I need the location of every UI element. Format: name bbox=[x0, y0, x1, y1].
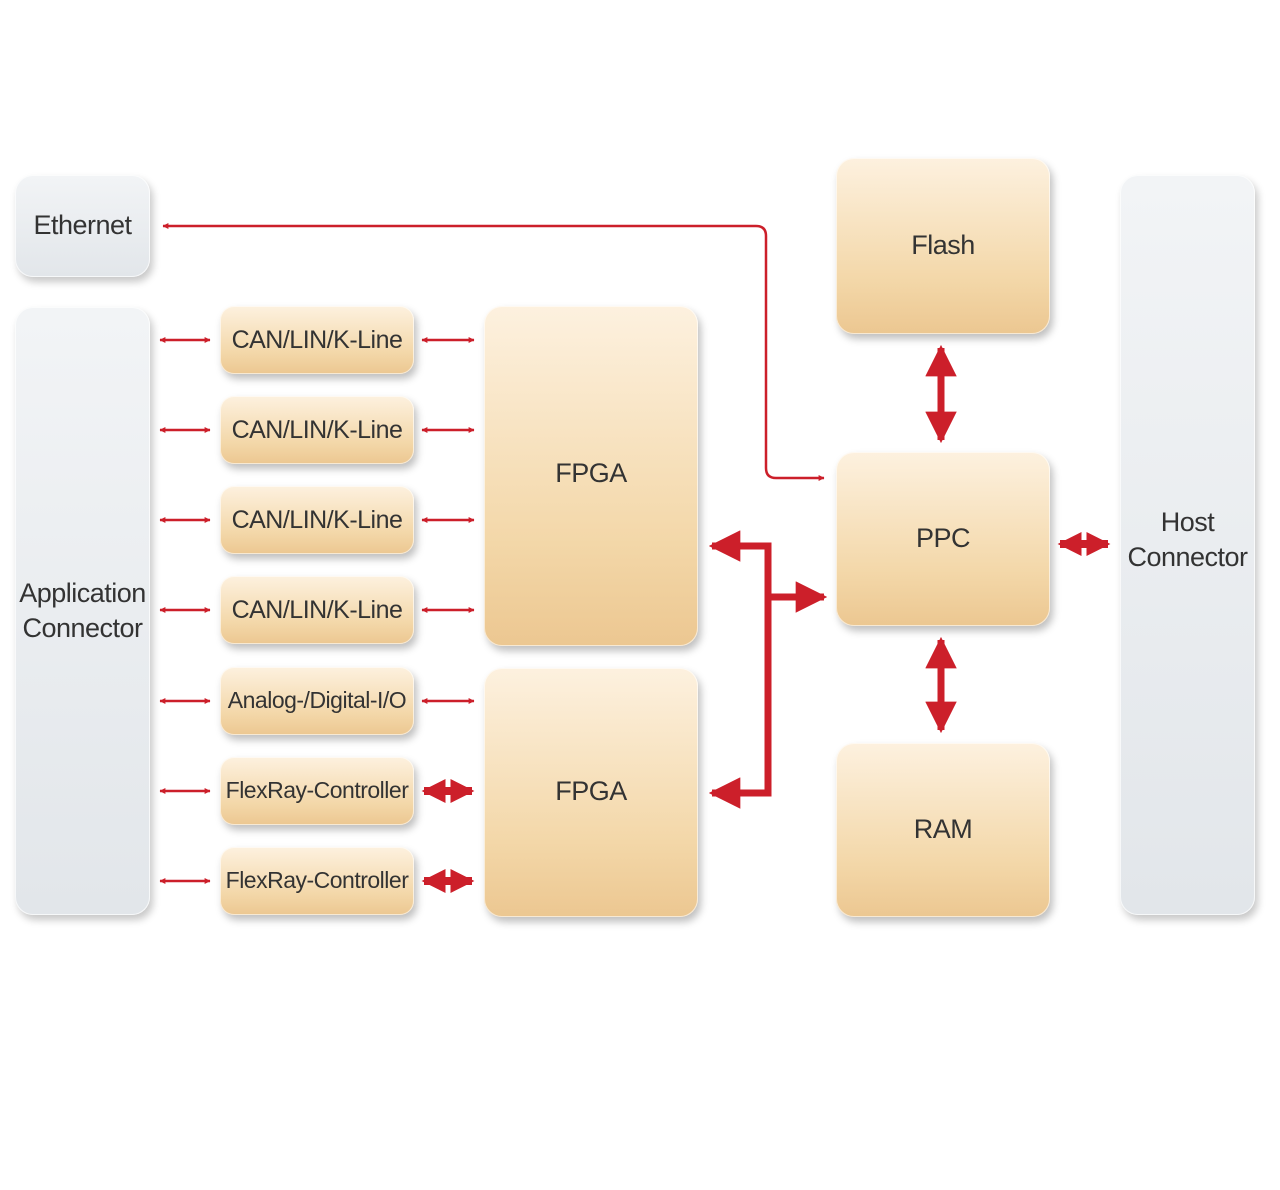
fpga-top-block: FPGA bbox=[484, 306, 698, 646]
ppc-label: PPC bbox=[915, 523, 971, 554]
interface-module-label: CAN/LIN/K-Line bbox=[231, 505, 403, 534]
interface-module: FlexRay-Controller bbox=[220, 847, 414, 915]
ethernet-block: Ethernet bbox=[15, 175, 150, 277]
host-connector-block: Host Connector bbox=[1120, 175, 1255, 915]
ethernet-label: Ethernet bbox=[33, 210, 132, 241]
interface-module: CAN/LIN/K-Line bbox=[220, 396, 414, 464]
host-connector-label: Host Connector bbox=[1127, 507, 1248, 573]
interface-module-label: FlexRay-Controller bbox=[225, 777, 409, 804]
interface-module: CAN/LIN/K-Line bbox=[220, 576, 414, 644]
flash-block: Flash bbox=[836, 158, 1050, 334]
fpga-bottom-block: FPGA bbox=[484, 668, 698, 917]
interface-module: Analog-/Digital-I/O bbox=[220, 667, 414, 735]
bus-fpga-ppc bbox=[708, 530, 772, 809]
interface-module: CAN/LIN/K-Line bbox=[220, 306, 414, 374]
fpga-top-label: FPGA bbox=[555, 458, 627, 488]
interface-module: CAN/LIN/K-Line bbox=[220, 486, 414, 554]
interface-module: FlexRay-Controller bbox=[220, 757, 414, 825]
arrow-ethernet-ppc bbox=[162, 223, 825, 481]
ram-block: RAM bbox=[836, 743, 1050, 917]
ppc-block: PPC bbox=[836, 452, 1050, 626]
interface-module-label: CAN/LIN/K-Line bbox=[231, 595, 403, 624]
flash-label: Flash bbox=[911, 230, 975, 261]
application-connector-block: Application Connector bbox=[15, 307, 150, 915]
application-connector-label: Application Connector bbox=[19, 577, 146, 643]
interface-module-label: CAN/LIN/K-Line bbox=[231, 325, 403, 354]
interface-module-label: Analog-/Digital-I/O bbox=[227, 687, 407, 714]
ram-label: RAM bbox=[913, 814, 973, 845]
interface-module-label: CAN/LIN/K-Line bbox=[231, 415, 403, 444]
interface-module-label: FlexRay-Controller bbox=[225, 867, 409, 894]
fpga-bottom-label: FPGA bbox=[555, 776, 627, 806]
